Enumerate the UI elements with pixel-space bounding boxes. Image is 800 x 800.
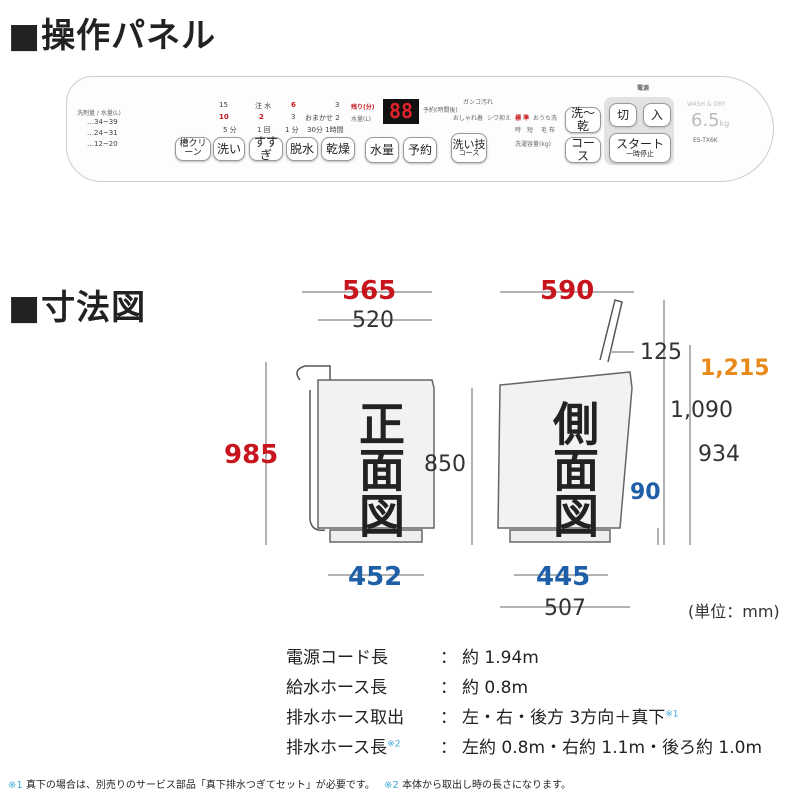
power-label: 電源 (637, 85, 650, 92)
footnote-ref: ※1 (665, 709, 679, 720)
tank-clean-button[interactable]: 槽クリーン (175, 137, 211, 161)
water-button[interactable]: 水量 (365, 137, 399, 163)
section-title-dimensions: ■寸法図 (8, 288, 147, 328)
dry-option: 3 (335, 101, 340, 109)
spin-option: 1 分 (285, 126, 299, 134)
front-width-body: 520 (352, 308, 394, 333)
course-label: 時 (515, 127, 522, 134)
course-label: 短 (527, 127, 534, 134)
colon: ： (440, 648, 457, 668)
power-off-button[interactable]: 切 (609, 103, 637, 127)
footnote-text: 本体から取出し時の長さになります。 (402, 780, 572, 791)
dimension-drawing (265, 291, 691, 608)
spin-button[interactable]: 脱水 (286, 137, 318, 161)
course-label: ガンコ汚れ (463, 99, 494, 106)
capacity-value: 6.5 (691, 110, 720, 131)
spin-option: 3 (291, 113, 296, 121)
remaining-label: 残り(分) (351, 104, 375, 111)
course-label: おしゃれ着 (453, 115, 484, 122)
wash-time: 15 (219, 101, 228, 109)
colon: ： (440, 678, 457, 698)
capacity: 6.5kg (691, 110, 729, 135)
clearance: 90 (630, 480, 661, 505)
wash-time: 10 (219, 113, 229, 121)
footnote-ref: ※2 (387, 739, 401, 750)
dry-button[interactable]: 乾燥 (321, 137, 355, 161)
course-label: シワ抑え (487, 115, 512, 122)
reserve-label: 予約(時間後) (423, 107, 458, 114)
spec-value: 約 1.94m (462, 648, 539, 668)
dry-option: おまかせ 2 (305, 114, 340, 122)
course-label: おうち洗 (533, 115, 558, 122)
rinse-button[interactable]: すすぎ (249, 136, 283, 161)
digital-display: 88 (383, 99, 419, 124)
start-label: スタート (615, 137, 664, 152)
course-label: 毛 布 (541, 127, 555, 134)
footnote-mark: ※2 (384, 780, 399, 791)
rinse-option: 1 回 (257, 126, 271, 134)
wash-tech-button[interactable]: 洗い技コース (451, 133, 487, 163)
spec-value-text: 左・右・後方 3方向＋真下 (462, 708, 666, 728)
course-label: 標 準 (515, 115, 530, 122)
reserve-button[interactable]: 予約 (403, 137, 437, 163)
side-base: 445 (536, 562, 591, 592)
spec-label: 排水ホース取出 (286, 708, 405, 728)
footnote-mark: ※1 (8, 780, 23, 791)
control-panel: 洗剤量 / 水量(L) …34~39 …24~31 …12~20 15 10 5… (66, 76, 774, 182)
height-top: 934 (698, 442, 740, 467)
spin-option: 6 (291, 101, 296, 109)
side-view-label: 側面図 (546, 400, 600, 538)
spec-label: 排水ホース長※2 (286, 733, 400, 758)
wash-time: 5 分 (223, 126, 237, 134)
height-lid: 1,090 (670, 398, 733, 423)
capacity-unit: kg (719, 119, 730, 128)
spec-label: 給水ホース長 (286, 678, 388, 698)
dry-option: 30分 1時間 (307, 126, 344, 134)
spec-value: 左約 0.8m・右約 1.1m・後ろ約 1.0m (462, 738, 762, 758)
start-button[interactable]: スタート一時停止 (609, 133, 671, 163)
front-view-label: 正面図 (352, 400, 406, 538)
rinse-option: 注 水 (255, 102, 272, 110)
footnotes: ※1 真下の場合は、別売りのサービス部品「真下排水つぎてセット」が必要です。 ※… (8, 776, 571, 791)
footnote-text: 真下の場合は、別売りのサービス部品「真下排水つぎてセット」が必要です。 (25, 780, 375, 791)
detergent-row: …24~31 (87, 129, 118, 137)
wash-tech-label: 洗い技 (452, 137, 486, 151)
colon: ： (440, 708, 457, 728)
brand-label: WASH & DRY (687, 101, 726, 108)
detergent-row: …34~39 (87, 118, 118, 126)
wash-button[interactable]: 洗い (213, 137, 245, 161)
rinse-option: 2 (259, 113, 264, 121)
height-body: 850 (424, 452, 466, 477)
model-label: ES-TX6K (693, 137, 718, 144)
wash-tech-sub: コース (458, 149, 480, 158)
detergent-label: 洗剤量 / 水量(L) (77, 110, 121, 117)
pause-label: 一時停止 (626, 149, 654, 158)
spec-label: 電源コード長 (286, 648, 388, 668)
front-height: 985 (224, 440, 279, 470)
course-label: 洗濯容量(kg) (515, 141, 551, 148)
power-on-button[interactable]: 入 (643, 103, 671, 127)
section-title-panel: ■操作パネル (8, 16, 217, 56)
spec-label-text: 排水ホース長 (286, 738, 388, 758)
wash-dry-button[interactable]: 洗～乾 (565, 107, 601, 133)
front-width-total: 565 (342, 276, 397, 306)
side-depth-body: 507 (544, 596, 586, 621)
height-open: 1,215 (700, 356, 770, 381)
detergent-row: …12~20 (87, 140, 118, 148)
water-label: 水量(L) (351, 116, 372, 123)
course-button[interactable]: コース (565, 137, 601, 163)
side-depth-total: 590 (540, 276, 595, 306)
spec-value: 約 0.8m (462, 678, 528, 698)
unit-label: (単位：mm) (688, 602, 780, 621)
spec-value: 左・右・後方 3方向＋真下※1 (462, 703, 679, 728)
lid-dim: 125 (640, 340, 682, 365)
front-base: 452 (348, 562, 403, 592)
colon: ： (440, 738, 457, 758)
